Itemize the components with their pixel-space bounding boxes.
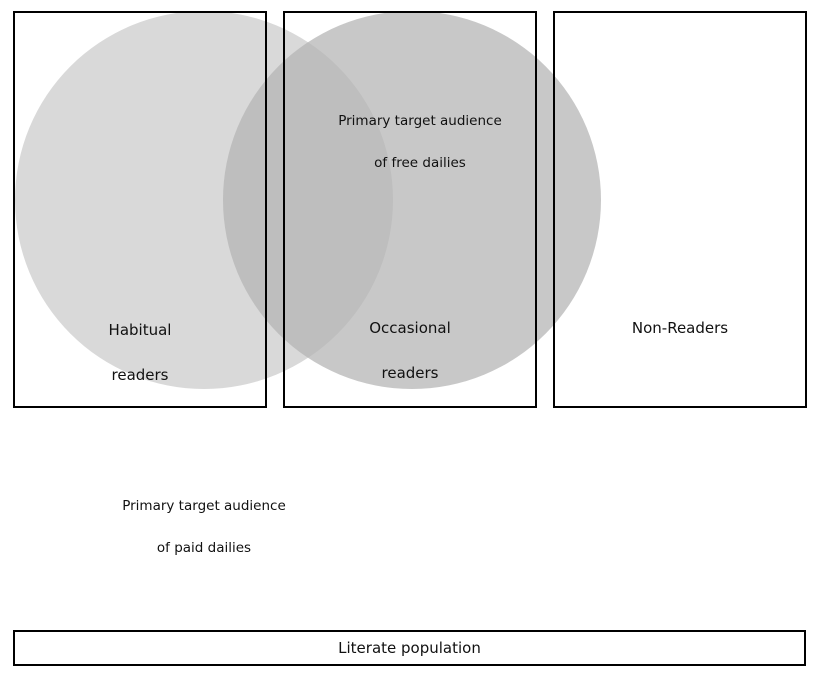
literate-population-label: Literate population: [338, 639, 481, 657]
habitual-label-line2: readers: [111, 366, 169, 384]
free-dailies-circle: [223, 11, 601, 389]
paid-dailies-label-line1: Primary target audience: [122, 498, 286, 514]
habitual-label-line1: Habitual: [108, 321, 172, 339]
free-dailies-label-line1: Primary target audience: [338, 113, 502, 129]
occasional-label-line1: Occasional: [369, 319, 451, 337]
paid-dailies-label-line2: of paid dailies: [156, 540, 252, 556]
habitual-readers-box: [13, 11, 267, 408]
literate-population-bar: Literate population: [13, 630, 806, 666]
non-readers-box: [553, 11, 807, 408]
non-readers-label: Non-Readers: [631, 319, 729, 337]
occasional-readers-box: [283, 11, 537, 408]
occasional-label-line2: readers: [381, 364, 439, 382]
free-dailies-label-line2: of free dailies: [374, 155, 466, 171]
